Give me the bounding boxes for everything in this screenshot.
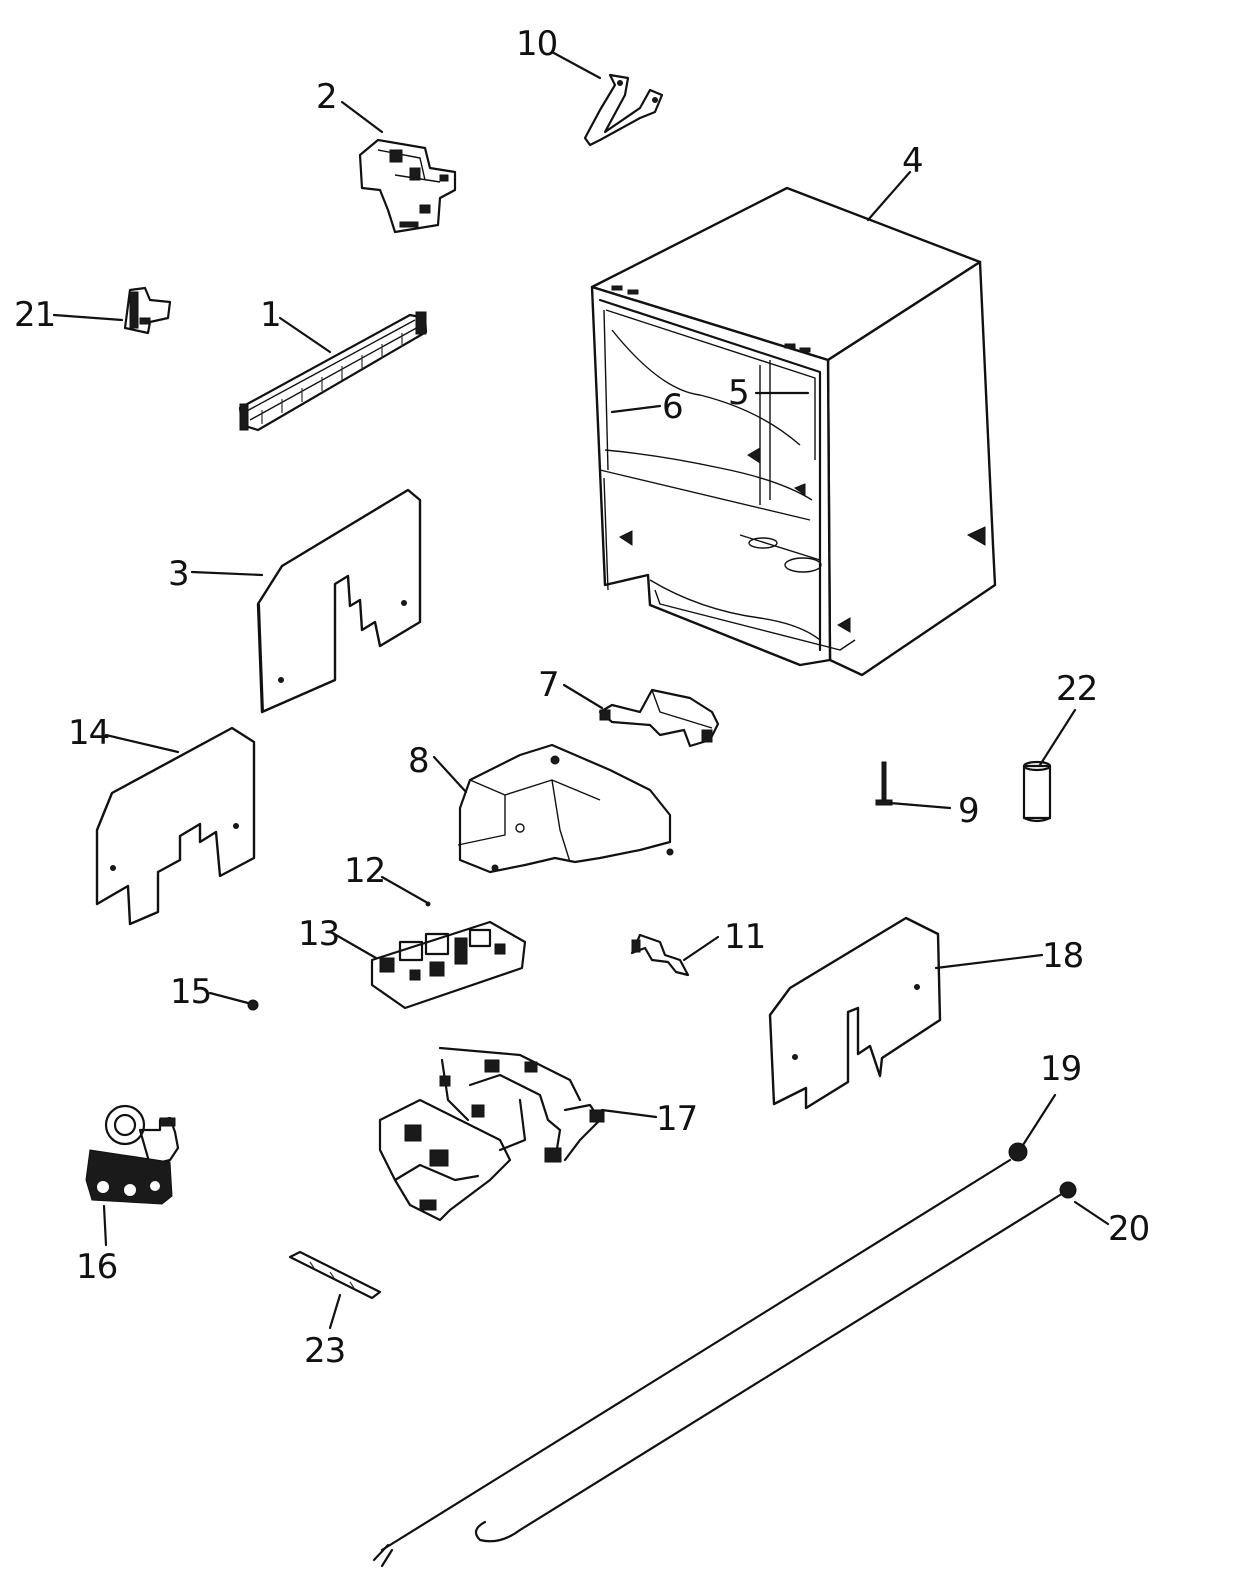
callout-4: 4 xyxy=(902,141,923,181)
part-1-vent-bar xyxy=(238,311,428,432)
part-10-bracket xyxy=(583,73,664,147)
callout-labels: 10 2 4 21 1 5 6 3 7 22 14 8 9 12 13 11 1… xyxy=(14,24,1150,1371)
callout-17: 17 xyxy=(656,1099,697,1139)
callout-3: 3 xyxy=(168,554,189,594)
callout-11: 11 xyxy=(724,917,765,957)
part-7-bracket xyxy=(598,688,720,748)
callout-12: 12 xyxy=(344,851,385,891)
part-14-panel xyxy=(95,726,256,926)
callout-18: 18 xyxy=(1042,936,1083,976)
callout-23: 23 xyxy=(304,1331,345,1371)
part-11-clip xyxy=(630,933,690,977)
callout-1: 1 xyxy=(260,295,281,335)
part-19-sensor-wire xyxy=(372,1142,1028,1568)
part-15-screw xyxy=(247,999,259,1011)
callout-14: 14 xyxy=(68,713,109,753)
part-16-valve xyxy=(85,1104,180,1205)
callout-15: 15 xyxy=(170,972,211,1012)
callout-13: 13 xyxy=(298,914,339,954)
callout-2: 2 xyxy=(316,77,337,117)
callout-6: 6 xyxy=(662,387,683,427)
part-18-panel xyxy=(768,916,942,1110)
part-9-screw xyxy=(875,761,893,806)
callout-5: 5 xyxy=(728,373,749,413)
callout-10: 10 xyxy=(516,24,557,64)
part-22-cylinder xyxy=(1022,760,1052,823)
part-23-strip xyxy=(288,1250,382,1300)
callout-7: 7 xyxy=(538,665,559,705)
leader-lines xyxy=(52,50,1110,1330)
part-12-fastener xyxy=(425,901,431,907)
part-13-control-board xyxy=(370,920,527,1010)
callout-20: 20 xyxy=(1108,1209,1149,1249)
callout-9: 9 xyxy=(958,791,979,831)
callout-16: 16 xyxy=(76,1247,117,1287)
part-20-sensor-wire xyxy=(474,1181,1077,1543)
part-2-latch xyxy=(358,138,457,234)
part-17-wire-harness xyxy=(378,1046,605,1222)
part-21-clip xyxy=(123,286,172,335)
callout-21: 21 xyxy=(14,295,55,335)
part-8-housing xyxy=(457,743,674,874)
callout-19: 19 xyxy=(1040,1049,1081,1089)
part-4-cabinet xyxy=(590,186,997,677)
callout-8: 8 xyxy=(408,741,429,781)
callout-22: 22 xyxy=(1056,669,1097,709)
part-3-panel xyxy=(256,488,422,714)
